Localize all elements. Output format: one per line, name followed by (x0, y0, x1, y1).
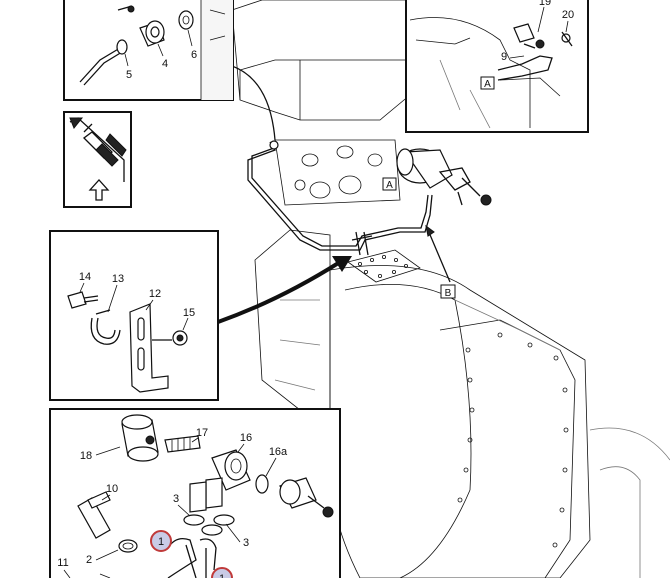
inset-top-left: 5 4 6 (63, 0, 234, 101)
label-20: 20 (562, 9, 574, 21)
label-13: 13 (112, 273, 124, 285)
ref-label-b: B (445, 288, 452, 299)
callout-1-label: 1 (158, 536, 164, 548)
label-6: 6 (191, 49, 197, 61)
label-12: 12 (149, 288, 161, 300)
oil-separator (396, 148, 492, 206)
ref-box-b: B (425, 224, 456, 299)
inset-bracket: 14 13 12 15 (49, 230, 219, 401)
label-11: 11 (57, 557, 68, 569)
label-5: 5 (126, 69, 132, 81)
label-4: 4 (162, 58, 168, 70)
inset-bottom-left: 18 17 16 16a 3 3 (49, 408, 341, 578)
label-2: 2 (86, 554, 92, 566)
label-16: 16 (240, 432, 252, 444)
breather-pipe (231, 65, 433, 256)
callout-1-second-label: 1 (219, 573, 225, 578)
orientation-inset (63, 111, 132, 208)
label-15: 15 (183, 307, 195, 319)
label-19: 19 (539, 0, 551, 8)
pointer-arrow (217, 260, 342, 324)
label-9: 9 (501, 51, 507, 63)
label-3b: 3 (243, 537, 249, 549)
label-10: 10 (106, 483, 118, 495)
ref-box-a-main: A (382, 177, 397, 191)
label-14: 14 (79, 271, 91, 283)
pointer-arrowhead (332, 256, 352, 272)
callout-1 (150, 530, 172, 552)
inset-top-right: 19 20 9 A (405, 0, 589, 133)
up-arrow-icon (88, 179, 110, 201)
label-17: 17 (196, 427, 208, 439)
ref-label-a-inset: A (484, 79, 491, 90)
callout-1-second (211, 567, 233, 578)
label-16a: 16a (269, 446, 288, 458)
label-3a: 3 (173, 493, 179, 505)
ref-label-a: A (386, 180, 393, 191)
label-18: 18 (80, 450, 92, 462)
